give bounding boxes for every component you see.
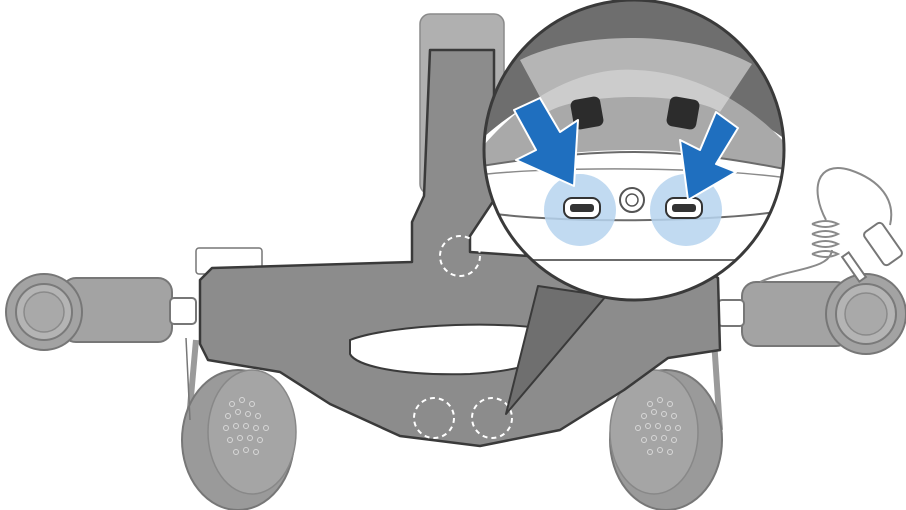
rubber-pad-right (666, 96, 701, 131)
left-side-connector (6, 274, 196, 350)
right-side-connector (718, 274, 906, 354)
audio-plug-icon (842, 221, 903, 281)
